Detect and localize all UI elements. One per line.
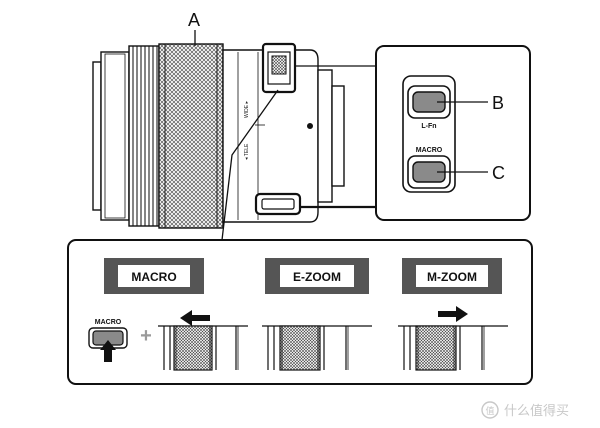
- mount-index-dot: [307, 123, 313, 129]
- arrow-right-icon: [438, 306, 468, 322]
- zoom-ring[interactable]: [158, 43, 224, 229]
- top-switch[interactable]: [271, 55, 287, 75]
- lens-front-barrel: [100, 51, 130, 221]
- plus-sign: +: [140, 325, 152, 347]
- lens-mount: [317, 69, 333, 203]
- callout-a-label: A: [188, 10, 200, 30]
- mode-macro-label: MACRO: [131, 270, 176, 284]
- macro-switch-label: MACRO: [416, 147, 443, 154]
- callout-b-label: B: [492, 93, 504, 113]
- tele-mark: ◂ TELE: [244, 143, 250, 160]
- callout-c-label: C: [492, 163, 505, 183]
- mode-m-zoom: M-ZOOM: [398, 258, 508, 371]
- watermark-text: 什么值得买: [504, 403, 569, 419]
- watermark-logo-glyph: 值: [485, 405, 494, 417]
- lfn-label: L-Fn: [421, 123, 436, 130]
- press-arrow-icon: [100, 340, 116, 362]
- mode-e-zoom-label: E-ZOOM: [293, 270, 341, 284]
- modes-panel: MACRO MACRO + E-ZOOM: [67, 239, 533, 385]
- ring-segment-macro: [158, 325, 248, 371]
- lens-main-barrel: [222, 49, 319, 223]
- mode-m-zoom-label: M-ZOOM: [427, 270, 477, 284]
- mode-e-zoom: E-ZOOM: [262, 258, 372, 371]
- connector-to-modes: [221, 89, 279, 241]
- lens-front-cap: [92, 61, 102, 211]
- watermark: 值 什么值得买: [481, 401, 569, 419]
- ring-segment-m-zoom: [398, 325, 508, 371]
- lens-illustration: WIDE ▸ ◂ TELE: [92, 42, 345, 229]
- focus-ring[interactable]: [128, 45, 160, 227]
- arrow-left-icon: [180, 310, 210, 326]
- wide-mark: WIDE ▸: [244, 101, 250, 118]
- bottom-switch[interactable]: [261, 198, 295, 210]
- mode-macro: MACRO MACRO +: [88, 258, 248, 371]
- switch-detail-panel: L-Fn MACRO B C: [375, 45, 531, 221]
- watermark-logo-icon: [481, 401, 499, 419]
- ring-segment-e-zoom: [262, 325, 372, 371]
- combo-button-label: MACRO: [95, 319, 122, 326]
